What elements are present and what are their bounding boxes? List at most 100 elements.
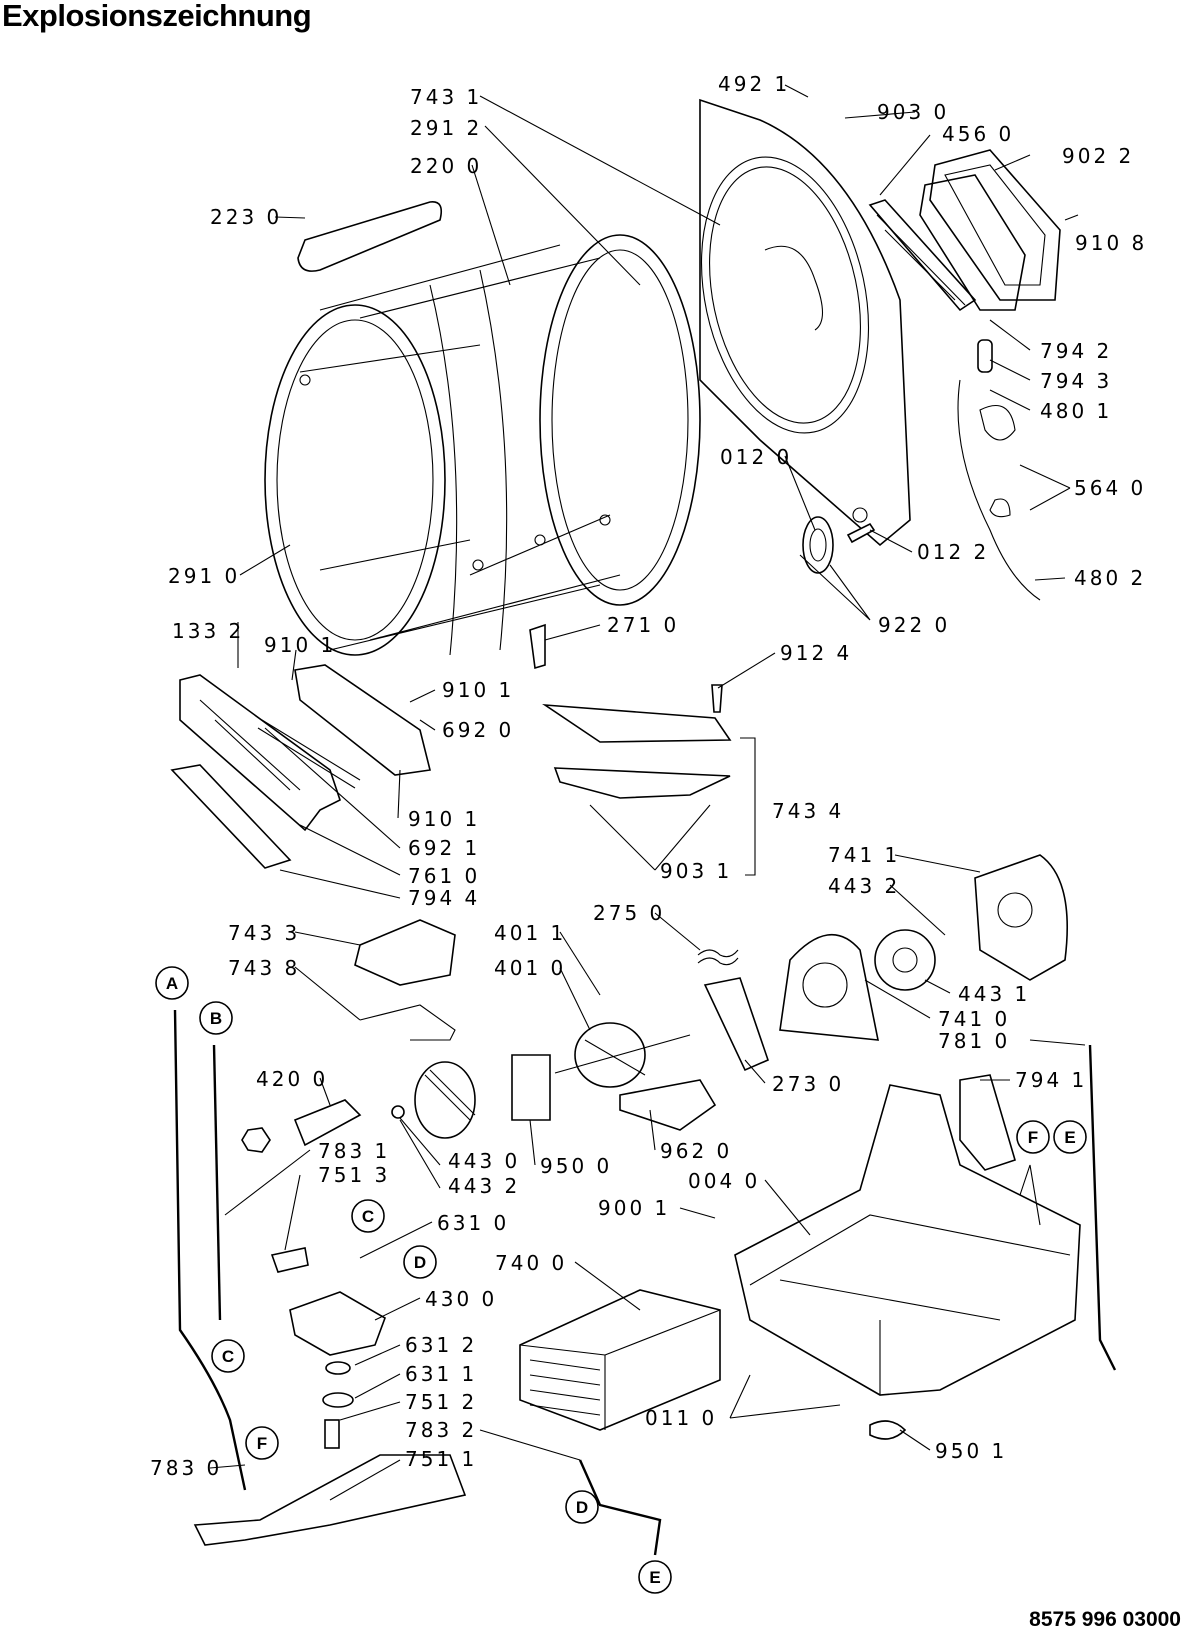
callout-9620: 962 0 [660, 1139, 732, 1163]
callout-0040: 004 0 [688, 1169, 760, 1193]
hose-7810 [1088, 1044, 1117, 1371]
part-7941 [959, 1074, 1016, 1171]
callout-7512: 751 2 [405, 1390, 477, 1414]
connector-c-upper: C [351, 1199, 385, 1233]
part-drum [264, 234, 701, 656]
callout-6920: 692 0 [442, 718, 514, 742]
callout-2200: 220 0 [410, 154, 482, 178]
callout-4431: 443 1 [958, 982, 1030, 1006]
part-heat-exchanger-7400 [519, 1289, 721, 1431]
callout-4200: 420 0 [256, 1067, 328, 1091]
callout-7438: 743 8 [228, 956, 300, 980]
hose-7832 [578, 1459, 662, 1556]
hose-7830 [173, 1009, 247, 1491]
callout-7942: 794 2 [1040, 339, 1112, 363]
callout-2910: 291 0 [168, 564, 240, 588]
part-axle-0122 [846, 522, 876, 544]
part-7943 [977, 339, 993, 373]
callout-9030: 903 0 [877, 100, 949, 124]
part-7438 [359, 1004, 456, 1041]
callout-0122: 012 2 [917, 540, 989, 564]
part-7942-gasket [919, 174, 1026, 311]
callout-2912: 291 2 [410, 116, 482, 140]
part-9500 [511, 1054, 551, 1121]
callout-2750: 275 0 [593, 901, 665, 925]
callout-4432a: 443 2 [828, 874, 900, 898]
callout-7944: 794 4 [408, 886, 480, 910]
callout-9031: 903 1 [660, 859, 732, 883]
callout-9501: 950 1 [935, 1439, 1007, 1463]
hose-7831 [212, 1044, 222, 1321]
part-wheel-4430 [414, 1061, 476, 1139]
part-2710 [529, 623, 546, 670]
svg-text:E: E [649, 1568, 660, 1587]
callout-7410: 741 0 [938, 1007, 1010, 1031]
part-4200 [293, 1099, 362, 1147]
svg-text:A: A [166, 974, 178, 993]
callout-4921: 492 1 [718, 72, 790, 96]
callout-4801: 480 1 [1040, 399, 1112, 423]
svg-text:E: E [1064, 1128, 1075, 1147]
callout-7431: 743 1 [410, 85, 482, 109]
part-6920 [294, 664, 431, 776]
callout-1332: 133 2 [172, 619, 244, 643]
callout-6921: 692 1 [408, 836, 480, 860]
part-9501 [869, 1420, 907, 1440]
svg-text:D: D [576, 1498, 588, 1517]
svg-text:C: C [362, 1207, 374, 1226]
part-4432b [391, 1105, 405, 1119]
callout-9124: 912 4 [780, 641, 852, 665]
part-handle-2230 [297, 201, 443, 272]
part-7433 [354, 919, 456, 986]
part-thermostats-5640 [957, 379, 1041, 601]
connector-b: B [199, 1001, 233, 1035]
callout-4010: 401 0 [494, 956, 566, 980]
connector-d-upper: D [403, 1245, 437, 1279]
connector-markers: A B C C D D E E F F [155, 966, 1087, 1594]
connector-c-lower: C [211, 1339, 245, 1373]
svg-text:C: C [222, 1347, 234, 1366]
part-9022-cover [929, 149, 1061, 301]
callout-6310: 631 0 [437, 1211, 509, 1235]
callout-6312: 631 2 [405, 1333, 477, 1357]
callout-4430: 443 0 [448, 1149, 520, 1173]
callout-7610: 761 0 [408, 864, 480, 888]
callout-7810: 781 0 [938, 1029, 1010, 1053]
connector-f-upper: F [1016, 1120, 1050, 1154]
connector-f-lower: F [245, 1426, 279, 1460]
page-title: Explosionszeichnung [2, 0, 312, 33]
document-number: 8575 996 03000 [1029, 1608, 1181, 1631]
part-7513 [270, 1247, 309, 1273]
callout-7832: 783 2 [405, 1418, 477, 1442]
part-6311 [322, 1392, 354, 1408]
callout-7434: 743 4 [772, 799, 844, 823]
callout-0110: 011 0 [645, 1406, 717, 1430]
connector-e-upper: E [1053, 1120, 1087, 1154]
callout-7831: 783 1 [318, 1139, 390, 1163]
svg-text:B: B [210, 1009, 222, 1028]
part-7411 [974, 854, 1068, 981]
callout-9101a: 910 1 [264, 633, 336, 657]
callout-6311: 631 1 [405, 1362, 477, 1386]
svg-text:D: D [414, 1253, 426, 1272]
part-9620 [619, 1079, 717, 1131]
part-spring-2750 [697, 949, 739, 966]
callout-0120: 012 0 [720, 445, 792, 469]
part-7434-plate-b [553, 767, 731, 799]
callout-7513: 751 3 [318, 1163, 390, 1187]
callout-7433: 743 3 [228, 921, 300, 945]
leader-lines [209, 84, 1086, 1501]
callout-5640: 564 0 [1074, 476, 1146, 500]
callout-9101c: 910 1 [408, 807, 480, 831]
callout-4011: 401 1 [494, 921, 566, 945]
callout-7941: 794 1 [1015, 1068, 1087, 1092]
part-pulley-0120 [802, 516, 834, 574]
callout-9108: 910 8 [1075, 231, 1147, 255]
callout-9220: 922 0 [878, 613, 950, 637]
part-7512 [324, 1419, 340, 1449]
part-motor-4010 [554, 1022, 691, 1088]
callout-2710: 271 0 [607, 613, 679, 637]
callout-4802: 480 2 [1074, 566, 1146, 590]
callout-4300: 430 0 [425, 1287, 497, 1311]
part-7434-plate-a [542, 703, 732, 743]
